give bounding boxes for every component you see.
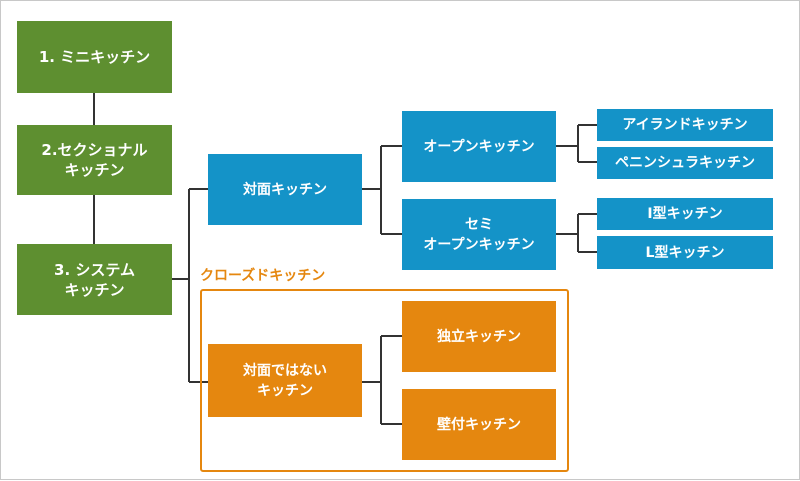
independent-kitchen: 独立キッチン [402,301,556,372]
island-kitchen: アイランドキッチン [597,109,773,141]
wall-kitchen: 壁付キッチン [402,389,556,460]
not-face-to-face-kitchen: 対面ではない キッチン [208,344,362,417]
closed-kitchen-group [200,289,569,472]
stage-mini-kitchen: 1. ミニキッチン [17,21,172,93]
closed-kitchen-label: クローズドキッチン [200,268,326,284]
stage-sectional-kitchen: 2.セクショナル キッチン [17,125,172,195]
i-type-kitchen: I型キッチン [597,198,773,230]
stage-system-kitchen: 3. システム キッチン [17,244,172,315]
open-kitchen: オープンキッチン [402,111,556,182]
semi-open-kitchen: セミ オープンキッチン [402,199,556,270]
peninsula-kitchen: ペニンシュラキッチン [597,147,773,179]
face-to-face-kitchen: 対面キッチン [208,154,362,225]
l-type-kitchen: L型キッチン [597,236,773,269]
